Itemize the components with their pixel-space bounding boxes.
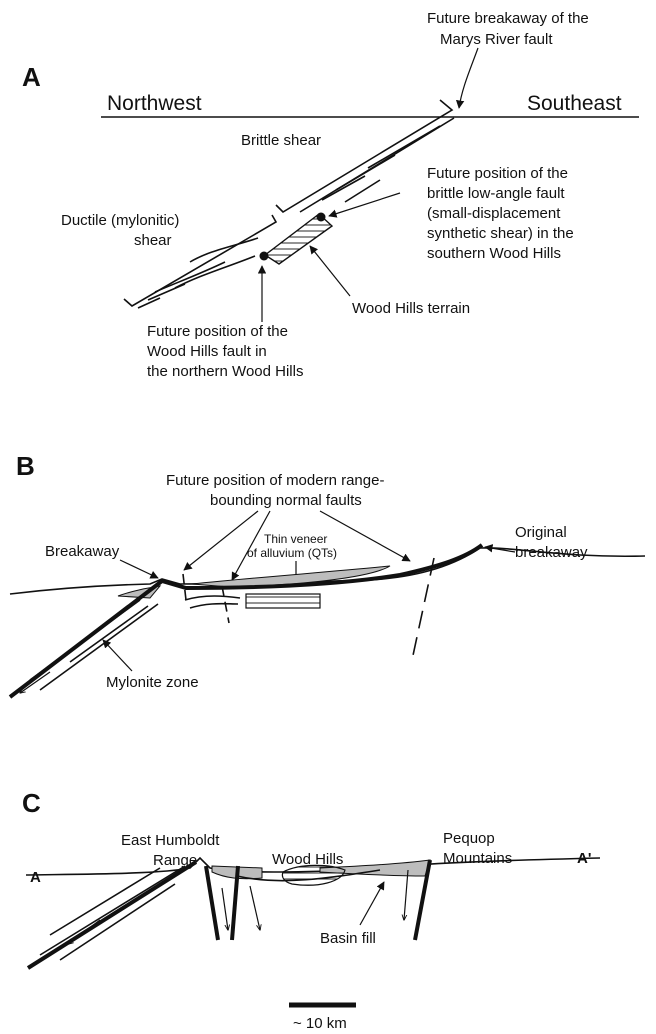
low-angle-label-line1: Future position of the <box>427 165 568 182</box>
panel-b-letter: B <box>16 451 35 481</box>
ductile-shear-label-line2: shear <box>134 232 172 249</box>
shear-strand <box>336 155 395 190</box>
terrain-label: Wood Hills terrain <box>352 300 470 317</box>
northwest-label: Northwest <box>107 92 202 115</box>
basin-fill-arrow <box>360 882 384 925</box>
original-breakaway-label-line1: Original <box>515 524 567 541</box>
low-angle-arrow <box>329 193 400 216</box>
mylonite-strand-c <box>40 866 185 955</box>
section-start-label: A <box>30 869 41 886</box>
shear-sense-arrow-c <box>68 920 100 944</box>
low-angle-label-line4: synthetic shear) in the <box>427 225 574 242</box>
slip-arrow-3 <box>404 870 408 920</box>
mylonite-strand-b <box>70 606 148 662</box>
scale-label: ~ 10 km <box>293 1015 347 1032</box>
panel-a-letter: A <box>22 62 41 92</box>
shear-strand <box>322 176 365 200</box>
low-angle-fault-dot <box>317 213 326 222</box>
detachment-fault-c <box>28 862 196 968</box>
wood-hills-terrain-block-c <box>282 865 345 885</box>
mylonite-strand-c <box>60 884 175 960</box>
mylonite-strand-b <box>190 604 238 608</box>
detachment-fault <box>10 545 482 697</box>
mylonite-strand-b <box>185 596 240 600</box>
veneer-label-line2: of alluvium (QTs) <box>247 546 337 560</box>
terrain-arrow <box>310 246 350 296</box>
east-humboldt-label-line1: East Humboldt <box>121 832 220 849</box>
normal-fault-1 <box>206 866 218 940</box>
breakaway-arrow-b <box>120 560 158 578</box>
breakaway-label: Breakaway <box>45 543 120 560</box>
modern-faults-label-line1: Future position of modern range- <box>166 472 384 489</box>
wood-fault-label-line3: the northern Wood Hills <box>147 363 303 380</box>
pequop-label-line1: Pequop <box>443 830 495 847</box>
basin-fill-label: Basin fill <box>320 930 376 947</box>
wood-hills-fault-dot <box>260 252 269 261</box>
low-angle-label-line2: brittle low-angle fault <box>427 185 565 202</box>
panel-b: B Future position of modern range- bound… <box>10 451 645 697</box>
wood-hills-terrain-block-b <box>246 594 320 608</box>
veneer-label-line1: Thin veneer <box>264 532 327 546</box>
breakaway-label-line2: Marys River fault <box>440 31 553 48</box>
mylonite-zone-arrow <box>103 640 132 671</box>
southeast-label: Southeast <box>527 92 622 115</box>
breakaway-label-line1: Future breakaway of the <box>427 10 589 27</box>
mylonite-zone-label: Mylonite zone <box>106 674 199 691</box>
mylonite-strand <box>155 262 225 292</box>
mylonite-strand <box>175 256 255 288</box>
modern-fault-arrow-1 <box>184 511 258 570</box>
low-angle-label-line5: southern Wood Hills <box>427 245 561 262</box>
slip-arrow-2 <box>250 886 260 930</box>
shear-sense-arrow-b <box>20 672 50 693</box>
pequop-label-line2: Mountains <box>443 850 512 867</box>
mylonite-strand-c <box>50 868 160 935</box>
wood-fault-label-line1: Future position of the <box>147 323 288 340</box>
panel-a: A Future breakaway of the Marys River fa… <box>22 10 639 380</box>
modern-faults-label-line2: bounding normal faults <box>210 492 362 509</box>
shear-strand <box>368 126 440 168</box>
brittle-shear-label: Brittle shear <box>241 132 321 149</box>
panel-c-letter: C <box>22 788 41 818</box>
slip-arrow-1 <box>222 888 228 930</box>
shear-strand <box>345 180 380 202</box>
wood-fault-label-line2: Wood Hills fault in <box>147 343 267 360</box>
mylonite-strand-b <box>30 600 140 680</box>
low-angle-label-line3: (small-displacement <box>427 205 561 222</box>
ductile-shear-label-line1: Ductile (mylonitic) <box>61 212 179 229</box>
panel-c: C East Humboldt Range Wood Hills Pequop … <box>22 788 600 1032</box>
breakaway-arrow <box>459 48 478 108</box>
